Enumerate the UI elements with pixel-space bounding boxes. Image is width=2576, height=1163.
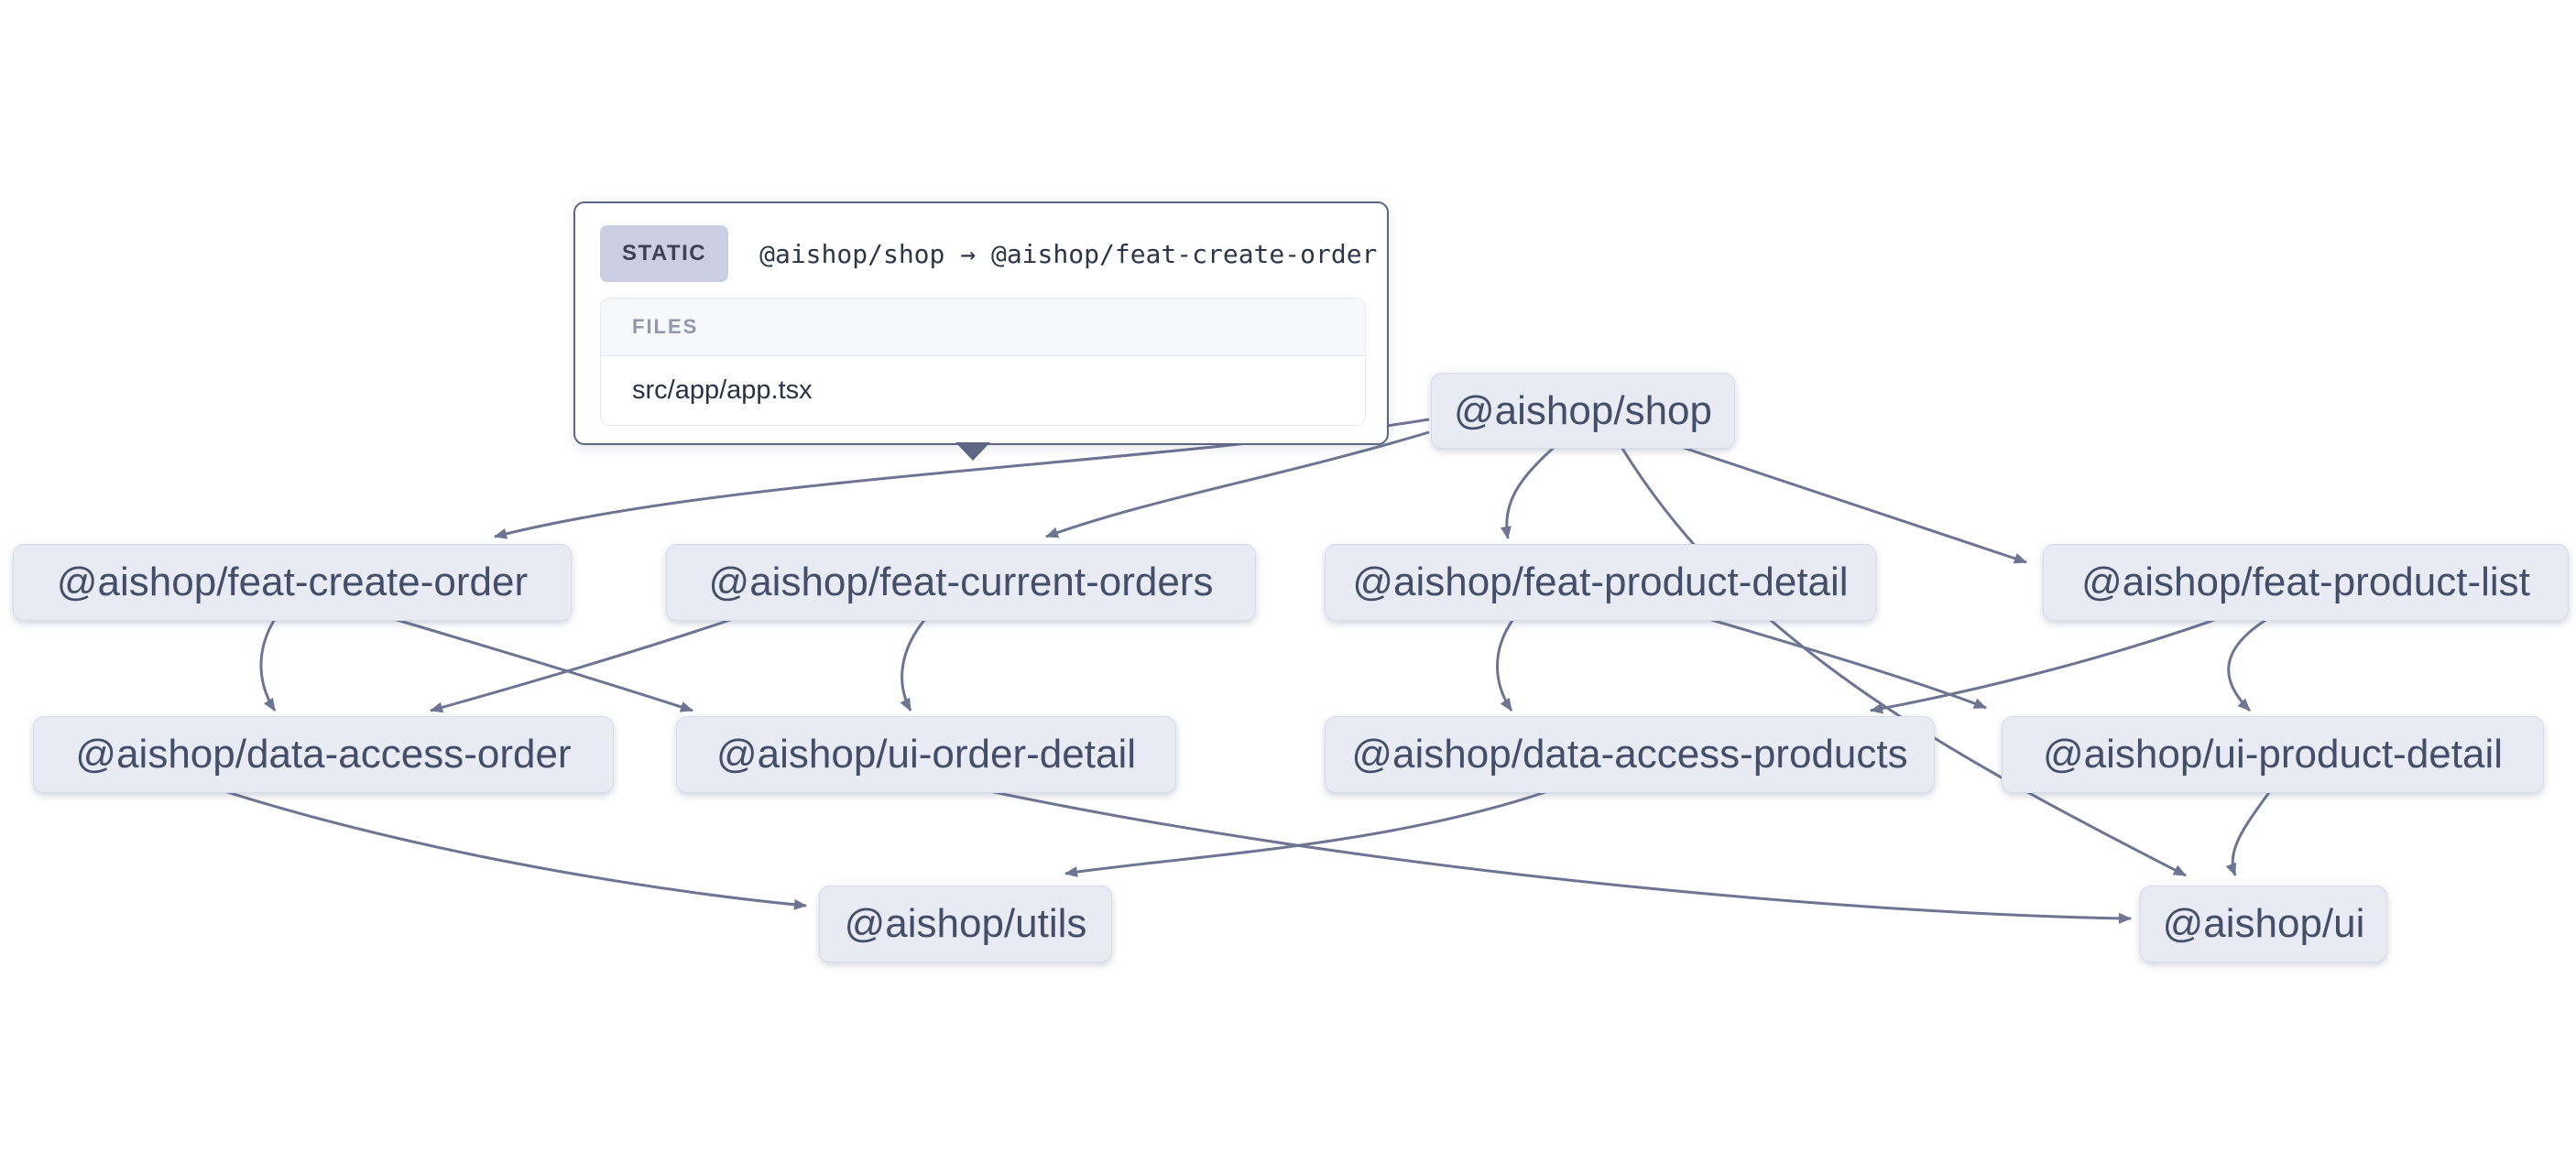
graph-node-feat-create-order[interactable]: @aishop/feat-create-order bbox=[13, 544, 572, 621]
graph-node-label: @aishop/feat-current-orders bbox=[708, 560, 1214, 604]
graph-edge-shop--feat-product-detail[interactable] bbox=[1500, 445, 1555, 539]
graph-edge-data-access-order--utils[interactable] bbox=[224, 789, 807, 910]
graph-node-data-access-products[interactable]: @aishop/data-access-products bbox=[1325, 716, 1935, 793]
graph-node-ui-order-detail[interactable]: @aishop/ui-order-detail bbox=[676, 716, 1176, 793]
graph-edge-feat-product-list--data-access-products[interactable] bbox=[1870, 617, 2218, 714]
graph-node-label: @aishop/ui-order-detail bbox=[715, 732, 1136, 777]
files-panel-header: FILES bbox=[601, 299, 1365, 356]
graph-edge-feat-create-order--data-access-order[interactable] bbox=[259, 618, 277, 712]
graph-edge-feat-current-orders--ui-order-detail[interactable] bbox=[900, 618, 927, 712]
graph-edge-data-access-products--utils[interactable] bbox=[1064, 789, 1549, 878]
graph-node-ui-product-detail[interactable]: @aishop/ui-product-detail bbox=[2002, 716, 2544, 793]
graph-edge-shop--ui[interactable] bbox=[1620, 446, 2187, 877]
graph-node-label: @aishop/shop bbox=[1454, 387, 1712, 433]
graph-node-shop[interactable]: @aishop/shop bbox=[1431, 373, 1735, 449]
graph-edge-feat-product-detail--ui-product-detail[interactable] bbox=[1708, 617, 1987, 710]
graph-node-feat-current-orders[interactable]: @aishop/feat-current-orders bbox=[666, 544, 1256, 621]
graph-node-label: @aishop/feat-create-order bbox=[56, 560, 529, 604]
graph-node-label: @aishop/data-access-order bbox=[75, 732, 572, 777]
graph-edge-feat-current-orders--data-access-order[interactable] bbox=[430, 617, 734, 713]
graph-node-feat-product-list[interactable]: @aishop/feat-product-list bbox=[2043, 544, 2569, 621]
tooltip-header-row: STATIC @aishop/shop → @aishop/feat-creat… bbox=[600, 225, 1377, 282]
graph-edge-feat-product-detail--data-access-products[interactable] bbox=[1496, 618, 1515, 712]
graph-node-label: @aishop/data-access-products bbox=[1351, 732, 1908, 777]
edge-label: @aishop/shop → @aishop/feat-create-order bbox=[759, 238, 1378, 269]
graph-edge-shop--feat-current-orders[interactable] bbox=[1045, 430, 1430, 538]
graph-node-label: @aishop/utils bbox=[844, 901, 1087, 946]
files-panel: FILES src/app/app.tsx bbox=[600, 298, 1366, 426]
graph-node-ui[interactable]: @aishop/ui bbox=[2140, 886, 2387, 962]
edge-tooltip: STATIC @aishop/shop → @aishop/feat-creat… bbox=[573, 201, 1389, 461]
graph-node-label: @aishop/ui bbox=[2162, 901, 2365, 946]
graph-edge-ui-order-detail--ui[interactable] bbox=[988, 789, 2132, 924]
edge-type-badge: STATIC bbox=[600, 225, 729, 282]
graph-edge-ui-product-detail--ui[interactable] bbox=[2225, 790, 2272, 876]
graph-node-label: @aishop/feat-product-detail bbox=[1352, 560, 1849, 604]
graph-node-label: @aishop/ui-product-detail bbox=[2042, 732, 2504, 777]
file-item: src/app/app.tsx bbox=[632, 375, 813, 405]
graph-edge-shop--feat-product-list[interactable] bbox=[1680, 445, 2027, 564]
graph-node-utils[interactable]: @aishop/utils bbox=[819, 886, 1112, 962]
graph-node-feat-product-detail[interactable]: @aishop/feat-product-detail bbox=[1325, 544, 1876, 621]
tooltip-caret bbox=[955, 442, 990, 461]
graph-node-label: @aishop/feat-product-list bbox=[2081, 560, 2530, 604]
graph-node-data-access-order[interactable]: @aishop/data-access-order bbox=[33, 716, 614, 793]
graph-edge-feat-product-list--ui-product-detail[interactable] bbox=[2227, 617, 2268, 712]
graph-edge-feat-create-order--ui-order-detail[interactable] bbox=[393, 617, 693, 712]
